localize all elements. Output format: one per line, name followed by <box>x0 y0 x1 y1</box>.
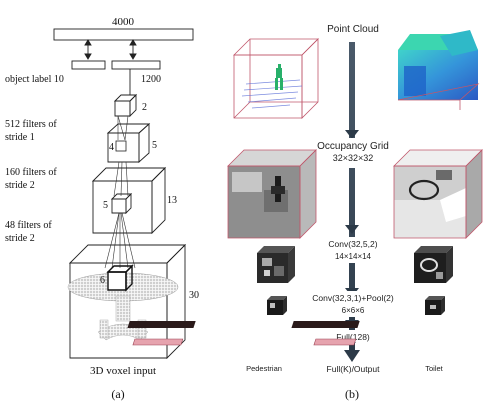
full2-label: Full(K)/Output <box>327 364 381 374</box>
cube1-size: 2 <box>142 102 147 113</box>
panel-b: Point Cloud Occupancy Grid 32×32×32 Conv… <box>127 21 483 401</box>
left-conv1-cube <box>257 246 295 283</box>
caption-b: (b) <box>345 387 359 401</box>
right-conv1-cube <box>414 246 453 283</box>
conv1-out-label: 14×14×14 <box>335 252 372 261</box>
cube3-inner-size: 5 <box>103 200 108 211</box>
cube-layer2 <box>106 122 151 164</box>
pyramid-2 <box>113 161 129 197</box>
right-conv2-cube <box>425 296 445 315</box>
left-fc-bars <box>127 321 196 346</box>
left-conv2-cube <box>267 296 287 315</box>
conv1-label: Conv(32,5,2) <box>328 239 377 249</box>
flow-arrow-shaft <box>349 42 355 352</box>
full1-label: Full(128) <box>336 332 370 342</box>
layer2-label: 160 filters of <box>5 167 57 178</box>
pyramid-3 <box>104 212 136 269</box>
conv2-out-label: 6×6×6 <box>342 306 365 315</box>
cube3-size: 13 <box>167 195 177 206</box>
grid-size-label: 32×32×32 <box>333 153 374 163</box>
input-inner-size: 6 <box>100 275 105 286</box>
layer2-label2: stride 2 <box>5 180 35 191</box>
fc-1200-text: 1200 <box>141 74 161 85</box>
conv2-label: Conv(32,3,1)+Pool(2) <box>312 293 394 303</box>
fc-4000-bar <box>53 28 194 41</box>
cube2-size: 5 <box>152 140 157 151</box>
input-label: 3D voxel input <box>90 365 156 377</box>
fc-4000-label: 4000 <box>112 16 135 28</box>
layer3-label2: stride 2 <box>5 233 35 244</box>
object-label-bar <box>71 60 106 70</box>
caption-a: (a) <box>111 387 124 401</box>
layer1-label: 512 filters of <box>5 119 57 130</box>
flow-arrow-head <box>344 350 360 362</box>
left-occupancy-box <box>227 149 317 239</box>
point-cloud-label: Point Cloud <box>327 24 379 35</box>
object-label-text: object label 10 <box>5 74 64 85</box>
toilet-label: Toilet <box>425 364 443 373</box>
right-occupancy-box <box>393 149 483 239</box>
cube-layer1 <box>113 93 138 118</box>
input-size: 30 <box>189 290 199 301</box>
occupancy-grid-label: Occupancy Grid <box>317 141 389 152</box>
fc-arrows <box>84 39 137 60</box>
layer3-label: 48 filters of <box>5 220 52 231</box>
right-fc-bars <box>291 321 360 346</box>
cube-layer3 <box>91 166 167 235</box>
cube2-inner-size: 4 <box>109 142 114 153</box>
pyramid-1 <box>117 115 129 141</box>
pedestrian-label: Pedestrian <box>246 364 282 373</box>
left-point-cloud-box <box>233 38 319 119</box>
right-point-cloud-box <box>397 30 480 110</box>
layer1-label2: stride 1 <box>5 132 35 143</box>
fc-1200-bar <box>111 60 161 70</box>
